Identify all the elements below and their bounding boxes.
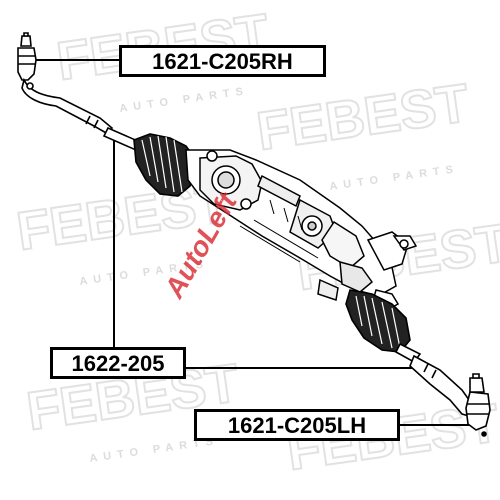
tie-rod-end-left-icon (409, 354, 491, 437)
bellows-boot-left-icon (345, 289, 411, 353)
steering-rack-icon (185, 149, 418, 313)
part-label-tie-rod-end-left: 1621-C205LH (194, 409, 400, 441)
watermark-tagline-2: AUTO PARTS (329, 163, 460, 193)
watermark-febest-2: FEBEST (252, 72, 473, 163)
part-label-tie-rod: 1622-205 (50, 347, 186, 379)
watermark-tagline-1: AUTO PARTS (119, 85, 250, 115)
bellows-boot-right-icon (133, 133, 197, 197)
svg-text:AUTO PARTS: AUTO PARTS (329, 163, 460, 193)
svg-text:AUTO PARTS: AUTO PARTS (119, 85, 250, 115)
svg-text:FEBEST: FEBEST (253, 73, 472, 162)
part-label-tie-rod-end-right: 1621-C205RH (119, 45, 326, 77)
